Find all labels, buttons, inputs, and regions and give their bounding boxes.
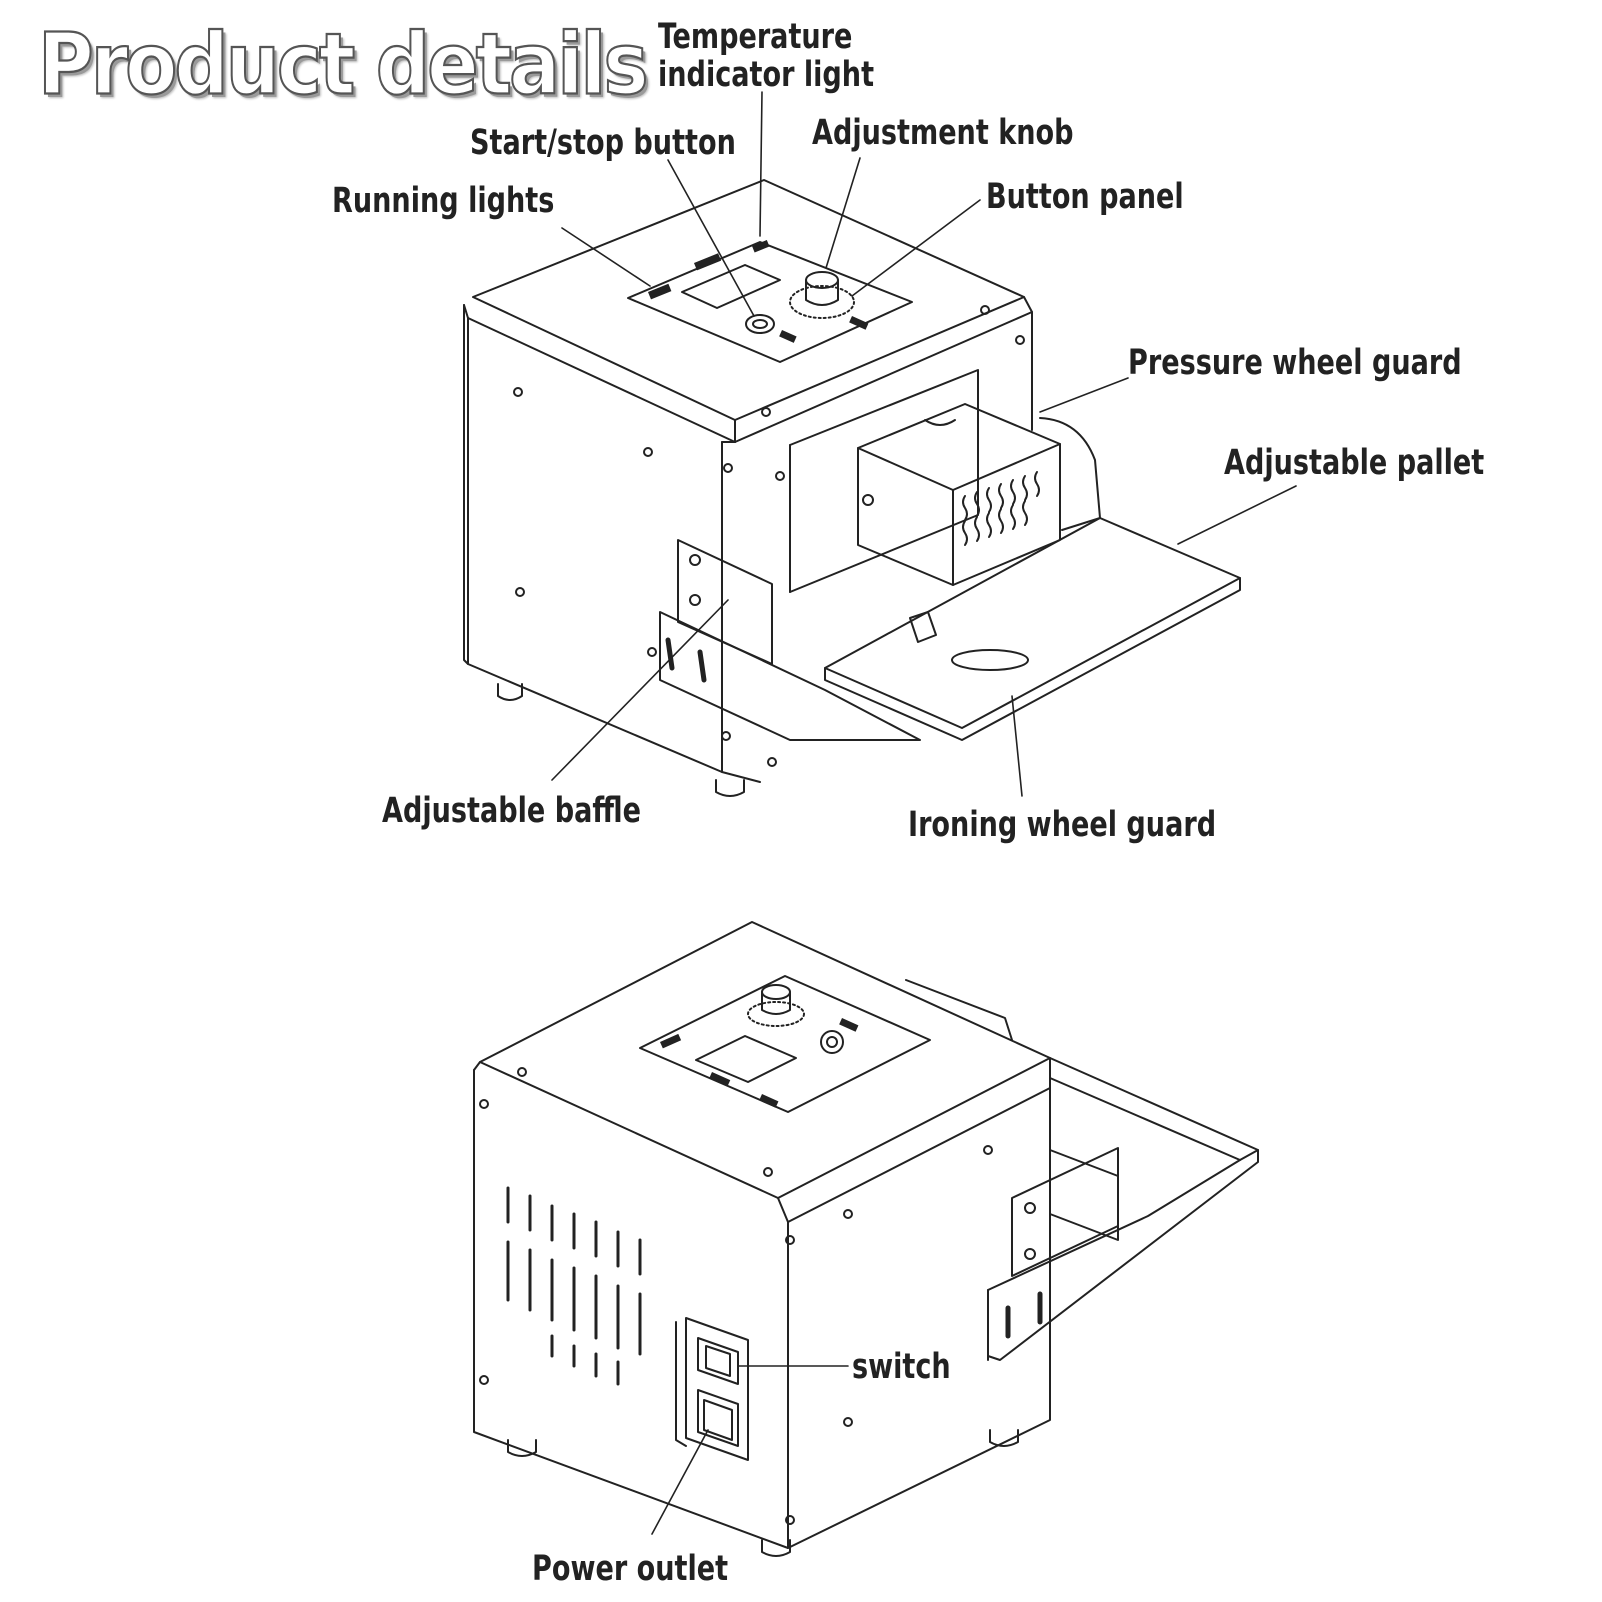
label-button-panel: Button panel [986, 177, 1184, 217]
label-adjustment-knob: Adjustment knob [812, 113, 1074, 153]
label-switch: switch [852, 1347, 951, 1387]
leader-lines-bottom [651, 1365, 849, 1535]
leader-pressure-wheel-guard [1039, 377, 1129, 413]
rear-top-face [479, 921, 1051, 1199]
label-ironing-wheel-guard: Ironing wheel guard [908, 805, 1217, 845]
knob-shape [805, 279, 839, 306]
leader-running-lights [561, 227, 651, 287]
page-title: Product details [37, 14, 650, 114]
label-running-lights: Running lights [332, 181, 555, 221]
vent-slots [506, 1186, 642, 1386]
label-temperature-indicator-light: Temperature indicator light [658, 17, 875, 95]
leader-lines-top [551, 91, 1297, 797]
rear-baffle [1011, 1147, 1119, 1277]
control-panel-plate [627, 241, 913, 363]
leader-power-outlet [651, 1429, 709, 1535]
right-side-panel [734, 311, 1033, 443]
label-start-stop-button: Start/stop button [470, 123, 736, 163]
label-pressure-wheel-guard: Pressure wheel guard [1128, 343, 1462, 383]
label-adjustable-baffle: Adjustable baffle [382, 791, 641, 831]
rear-view-machine [473, 921, 1259, 1557]
leader-ironing-wheel-guard [1011, 695, 1023, 797]
knob-dial-ring [789, 285, 855, 319]
leader-adjustable-baffle [551, 599, 729, 781]
start-stop-button-shape [745, 314, 775, 334]
switch-shape [697, 1337, 739, 1385]
rear-panel [473, 1069, 789, 1549]
leader-adjustment-knob [825, 157, 861, 269]
pressure-wheel-guard-shape [857, 403, 1061, 491]
left-side-panel [467, 317, 723, 773]
label-adjustable-pallet: Adjustable pallet [1224, 443, 1485, 483]
power-outlet-shape [697, 1389, 739, 1447]
front-view-machine [463, 179, 1241, 797]
leader-button-panel [851, 199, 981, 297]
leader-temperature-indicator-light [759, 91, 763, 237]
leader-start-stop-button [667, 159, 755, 317]
display-window [681, 264, 781, 309]
power-module [685, 1317, 749, 1461]
label-power-outlet: Power outlet [532, 1549, 729, 1589]
leader-adjustable-pallet [1177, 485, 1297, 545]
